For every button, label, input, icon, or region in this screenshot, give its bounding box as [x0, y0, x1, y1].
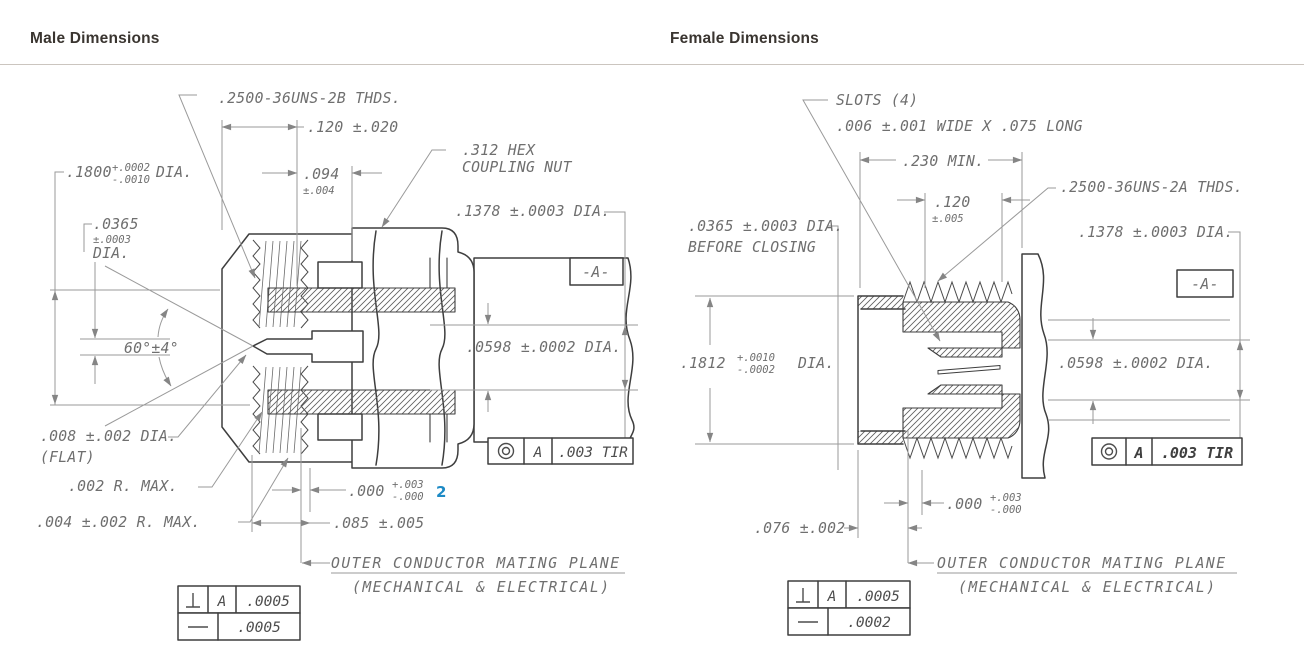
- male-dia-1800-plus: +.0002: [112, 162, 150, 174]
- female-drawing: -A- A .003 TIR A .0: [680, 92, 1250, 636]
- footnote-link-2[interactable]: 2: [436, 483, 446, 501]
- male-dia-1800: .1800: [66, 164, 112, 181]
- female-socket-contact: [927, 347, 1003, 395]
- male-dim-120: .120 ±.020: [307, 119, 398, 136]
- female-dim-120: .120: [934, 194, 971, 211]
- female-body-hatch: [902, 393, 1021, 439]
- concentricity-icon: [1100, 443, 1118, 460]
- male-bulkhead-outline: [221, 233, 353, 463]
- male-tir-frame: A .003 TIR: [487, 437, 634, 465]
- male-hex-coupling-nut: [351, 227, 475, 469]
- male-fcf-frames: A .0005 .0005: [177, 585, 301, 641]
- female-dia-1812: .1812: [680, 355, 726, 372]
- female-dimension-lines: [695, 99, 1250, 574]
- male-dia-0365: .0365: [93, 216, 139, 233]
- female-flange: [1021, 253, 1050, 479]
- male-r-004: .004 ±.002 R. MAX.: [36, 514, 201, 531]
- perpendicularity-icon: [796, 588, 810, 603]
- female-dim-076: .076 ±.002: [754, 520, 845, 537]
- male-dimensions-title: Male Dimensions: [30, 30, 160, 47]
- female-datum-label: -A-: [1191, 276, 1218, 293]
- male-drawing: -A- A .003 TIR A .0: [36, 90, 638, 641]
- female-perp-datum: A: [827, 589, 837, 605]
- male-dia-1378: .1378 ±.0003 DIA.: [455, 203, 610, 220]
- female-dia-1378: .1378 ±.0003 DIA.: [1078, 224, 1233, 241]
- female-thds-label: .2500-36UNS-2A THDS.: [1060, 179, 1243, 196]
- female-mating-plane-sub: (MECHANICAL & ELECTRICAL): [958, 579, 1217, 596]
- female-dim-000-minus: -.000: [990, 504, 1022, 516]
- male-datum-flag: -A-: [569, 257, 624, 286]
- male-hex-label-1: .312 HEX: [462, 142, 536, 159]
- female-dim-000: .000: [946, 496, 983, 513]
- female-body-hatch: [902, 301, 1021, 349]
- male-tir-value: .003 TIR: [558, 445, 628, 461]
- male-dim-000-plus: +.003: [392, 479, 424, 491]
- female-dimensions-title: Female Dimensions: [670, 30, 819, 47]
- concentricity-icon: [497, 442, 515, 460]
- female-socket-slot: [937, 365, 1001, 375]
- male-perp-value: .0005: [246, 594, 290, 610]
- male-thds-label: .2500-36UNS-2B THDS.: [218, 90, 401, 107]
- male-dielectric-hatch: [267, 389, 456, 415]
- female-dia-1812-minus: -.0002: [737, 364, 775, 376]
- male-dia-008-flat: (FLAT): [40, 449, 95, 466]
- male-dim-000: .000: [348, 483, 385, 500]
- male-dia-0365-dia: DIA.: [92, 245, 130, 262]
- female-tir-frame: A .003 TIR: [1091, 437, 1243, 466]
- female-tir-value: .003 TIR: [1161, 444, 1233, 462]
- male-dim-094-tol: ±.004: [303, 185, 335, 197]
- male-dimension-lines: [50, 94, 638, 574]
- male-dielectric-hatch: [267, 287, 456, 313]
- male-bore-lines: [429, 257, 448, 443]
- header-divider: [0, 64, 1304, 65]
- female-dia-1812-dia: DIA.: [797, 355, 835, 372]
- male-dia-0365-tol: ±.0003: [93, 234, 131, 246]
- male-dia-008: .008 ±.002 DIA.: [40, 428, 177, 445]
- male-perp-datum: A: [217, 594, 227, 610]
- male-dia-1800-dia: DIA.: [155, 164, 193, 181]
- female-slots-label-2: .006 ±.001 WIDE X .075 LONG: [836, 118, 1083, 135]
- male-nut-flat-line: [372, 230, 380, 466]
- male-dia-1800-minus: -.0010: [112, 174, 150, 186]
- male-angle-60: 60°±4°: [124, 340, 179, 357]
- female-straight-value: .0002: [847, 615, 891, 631]
- female-fcf-frames: A .0005 .0002: [787, 580, 911, 636]
- male-dim-085: .085 ±.005: [333, 515, 424, 532]
- male-r-002: .002 R. MAX.: [68, 478, 178, 495]
- perpendicularity-icon: [186, 593, 200, 608]
- male-center-pin: [252, 330, 364, 363]
- male-dim-000-minus: -.000: [392, 491, 424, 503]
- female-dia-1812-plus: +.0010: [737, 352, 775, 364]
- female-tir-datum: A: [1133, 444, 1143, 462]
- male-rear-cylinder: [473, 257, 635, 443]
- male-straight-value: .0005: [237, 620, 281, 636]
- female-connector-body: [857, 253, 1050, 479]
- female-dim-120-tol: ±.005: [932, 213, 964, 225]
- female-dim-230: .230 MIN.: [902, 153, 984, 170]
- female-dim-000-plus: +.003: [990, 492, 1022, 504]
- female-dia-0598: .0598 ±.0002 DIA.: [1058, 355, 1213, 372]
- female-coupling-cap: [857, 295, 906, 445]
- male-mating-plane-label: OUTER CONDUCTOR MATING PLANE: [331, 555, 621, 572]
- male-connector-body: [221, 227, 635, 469]
- male-dim-094: .094: [303, 166, 340, 183]
- male-hex-label-2: COUPLING NUT: [462, 159, 573, 176]
- female-slots-label-1: SLOTS (4): [836, 92, 918, 109]
- female-mating-plane-label: OUTER CONDUCTOR MATING PLANE: [937, 555, 1227, 572]
- female-dia-0365-note: BEFORE CLOSING: [688, 239, 816, 256]
- female-datum-flag: -A-: [1176, 269, 1234, 298]
- female-perp-value: .0005: [856, 589, 900, 605]
- male-contact-support: [317, 413, 363, 441]
- male-mating-plane-sub: (MECHANICAL & ELECTRICAL): [352, 579, 611, 596]
- male-tir-datum: A: [533, 445, 543, 461]
- male-datum-label: -A-: [582, 264, 609, 281]
- male-nut-flat-line: [438, 230, 446, 466]
- male-dia-0598: .0598 ±.0002 DIA.: [466, 339, 621, 356]
- male-contact-support: [317, 261, 363, 289]
- female-dia-0365: .0365 ±.0003 DIA.: [688, 218, 843, 235]
